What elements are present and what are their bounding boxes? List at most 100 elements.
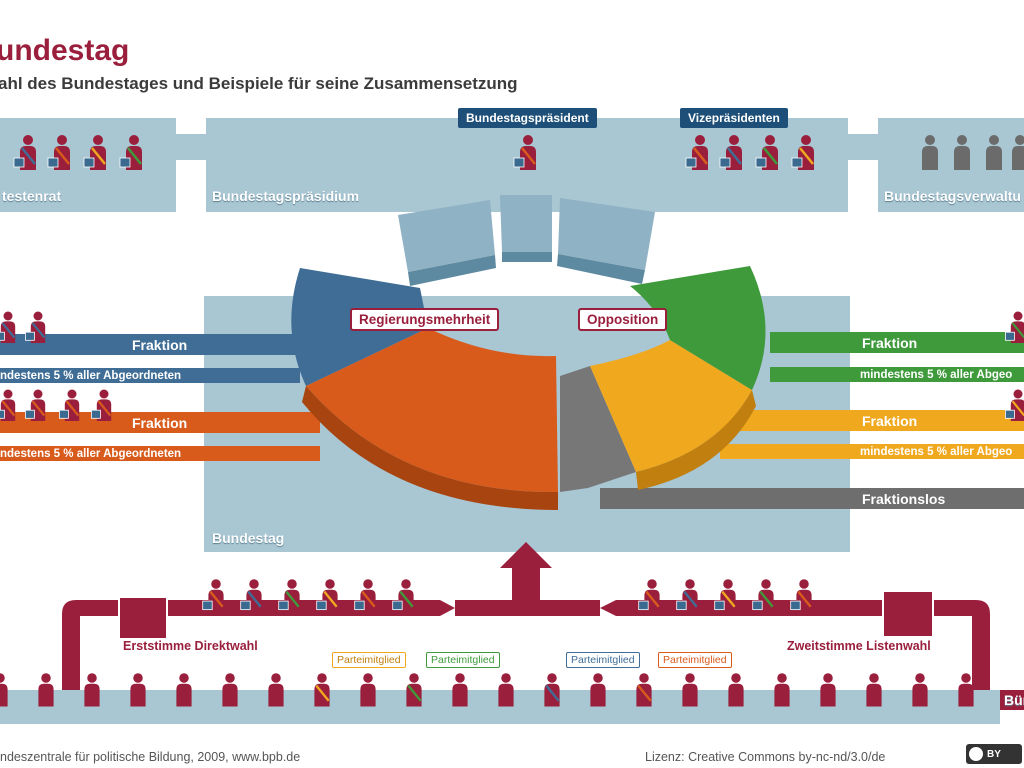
person-icon	[922, 135, 938, 170]
opposition-label: Opposition	[578, 308, 668, 331]
person-icon	[222, 673, 238, 707]
person-icon	[392, 579, 414, 613]
seat-block-yellow-edge	[636, 390, 756, 490]
person-icon	[912, 673, 928, 707]
flow-connector	[455, 600, 600, 616]
parteimitglied-label: Parteimitglied	[332, 652, 406, 668]
left-blue-fraktion-label: Fraktion	[132, 336, 188, 353]
right-green-fraktion-band: Fraktion	[770, 332, 1024, 353]
parteimitglied-label: Parteimitglied	[658, 652, 732, 668]
seat-block-orange-edge	[302, 386, 558, 510]
cc-license-icon: BY	[966, 744, 1022, 764]
person-icon	[119, 135, 142, 170]
person-icon	[91, 389, 112, 421]
seating-diagram	[291, 195, 766, 510]
left-blue-fraktion-band: Fraktion	[0, 334, 300, 355]
person-icon	[986, 135, 1002, 170]
left-blue-min-band: ndestens 5 % aller Abgeordneten	[0, 368, 300, 383]
person-icon	[636, 673, 652, 707]
aeltestenrat-label: testenrat	[2, 188, 62, 204]
person-icon	[1012, 135, 1024, 170]
panel-connector-right	[848, 134, 878, 160]
parteimitglied-label: Parteimitglied	[566, 652, 640, 668]
praesidium-label: Bundestagspräsidium	[212, 188, 360, 204]
person-icon	[316, 579, 338, 613]
person-icon	[24, 311, 46, 343]
person-icon	[452, 673, 468, 707]
buerger-label: Bür	[1000, 690, 1024, 710]
person-icon	[820, 673, 836, 707]
person-icon	[240, 579, 262, 613]
left-orange-fraktion-band: Fraktion	[0, 412, 320, 433]
person-icon	[682, 673, 698, 707]
flow-arrow-up	[500, 542, 552, 602]
person-icon	[590, 673, 606, 707]
person-icon	[59, 389, 80, 421]
person-icon	[0, 311, 16, 343]
person-icon	[1005, 389, 1024, 421]
right-yellow-fraktion-label: Fraktion	[862, 412, 918, 429]
person-icon	[360, 673, 376, 707]
seat-block-grey	[560, 366, 636, 492]
panel-connector-left	[176, 134, 206, 160]
parteimitglied-label: Parteimitglied	[426, 652, 500, 668]
person-icon	[954, 135, 970, 170]
footer-source: ndeszentrale für politische Bildung, 200…	[0, 750, 301, 764]
person-icon	[544, 673, 560, 707]
person-icon	[0, 673, 8, 707]
person-icon	[268, 673, 284, 707]
person-icon	[314, 673, 330, 707]
praesident-tag: Bundestagspräsident	[458, 108, 597, 128]
person-icon	[38, 673, 54, 707]
person-icon	[13, 135, 36, 170]
ballot-box-icon	[882, 590, 934, 638]
fraktionslos-band: Fraktionslos	[600, 488, 1024, 509]
person-icon	[774, 673, 790, 707]
person-icon	[728, 673, 744, 707]
seat-block-orange	[306, 328, 558, 493]
right-yellow-min-label: mindestens 5 % aller Abgeo	[860, 445, 1013, 458]
person-icon	[1005, 311, 1024, 343]
left-blue-min-label: ndestens 5 % aller Abgeordneten	[0, 369, 182, 382]
person-icon	[790, 579, 812, 613]
presidium-benches	[398, 195, 655, 286]
person-icon	[498, 673, 514, 707]
cc-circle-icon	[969, 747, 983, 761]
person-icon	[83, 135, 106, 170]
person-icon	[0, 389, 16, 421]
person-icon	[755, 135, 778, 170]
vize-tag: Vizepräsidenten	[680, 108, 788, 128]
person-icon	[278, 579, 300, 613]
page-title: undestag	[0, 34, 130, 67]
person-icon	[752, 579, 774, 613]
person-icon	[719, 135, 742, 170]
page-subtitle: ahl des Bundestages und Beispiele für se…	[0, 74, 518, 93]
person-icon	[866, 673, 882, 707]
bundestag-label: Bundestag	[212, 530, 285, 546]
person-icon	[202, 579, 224, 613]
right-green-min-band: mindestens 5 % aller Abgeo	[770, 367, 1024, 382]
flow-line-left	[62, 600, 455, 690]
person-icon	[791, 135, 814, 170]
right-yellow-fraktion-band: Fraktion	[720, 410, 1024, 431]
left-orange-min-band: ndestens 5 % aller Abgeordneten	[0, 446, 320, 461]
person-icon	[638, 579, 660, 613]
left-orange-min-label: ndestens 5 % aller Abgeordneten	[0, 447, 182, 460]
erststimme-label: Erststimme Direktwahl	[118, 638, 263, 654]
regierung-label: Regierungsmehrheit	[350, 308, 500, 331]
person-icon	[958, 673, 974, 707]
person-icon	[676, 579, 698, 613]
ballot-box-icon	[118, 596, 168, 640]
person-icon	[354, 579, 376, 613]
person-icon	[84, 673, 100, 707]
left-orange-fraktion-label: Fraktion	[132, 414, 188, 431]
seat-block-green	[630, 266, 766, 390]
right-yellow-min-band: mindestens 5 % aller Abgeo	[720, 444, 1024, 459]
seat-block-yellow	[590, 340, 752, 472]
person-icon	[130, 673, 146, 707]
person-icon	[406, 673, 422, 707]
person-icon	[47, 135, 70, 170]
fraktionslos-label: Fraktionslos	[862, 490, 946, 507]
cc-badge-label: BY	[987, 748, 1001, 760]
